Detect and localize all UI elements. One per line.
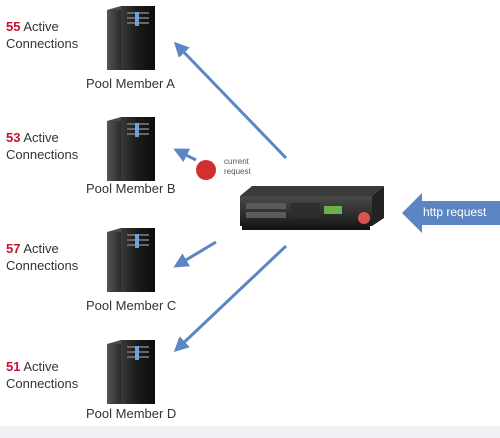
- member-b-count: 53: [6, 130, 21, 145]
- member-a-name: Pool Member A: [86, 76, 175, 91]
- current-request-line2: request: [224, 167, 251, 176]
- arrow-to-member-b: [173, 148, 197, 163]
- server-tower-b: [107, 117, 155, 181]
- bottom-strip: [0, 426, 500, 438]
- server-tower-a: [107, 6, 155, 70]
- member-a-connections: 55 Active Connections: [6, 18, 78, 52]
- server-tower-c: [107, 228, 155, 292]
- load-balancer-appliance-icon: [240, 186, 384, 230]
- member-c-name: Pool Member C: [86, 298, 177, 313]
- member-c-connections-word: Connections: [6, 258, 79, 273]
- member-a-connections-word: Connections: [6, 36, 79, 51]
- arrow-to-member-d: [173, 244, 288, 353]
- current-request-dot-icon: [196, 160, 216, 180]
- member-b-name: Pool Member B: [86, 181, 176, 196]
- member-d-connections-word: Connections: [6, 376, 79, 391]
- server-tower-d: [107, 340, 155, 404]
- member-b-connections-word: Connections: [6, 147, 79, 162]
- current-request-label: current request: [224, 157, 251, 177]
- member-d-name: Pool Member D: [86, 406, 177, 421]
- arrow-to-member-a: [173, 41, 288, 160]
- member-d-connections: 51 Active Connections: [6, 358, 78, 392]
- member-c-connections: 57 Active Connections: [6, 240, 78, 274]
- member-c-active-word: Active: [23, 241, 59, 256]
- member-d-count: 51: [6, 359, 21, 374]
- http-request-arrow-icon: [402, 193, 500, 233]
- member-b-connections: 53 Active Connections: [6, 129, 78, 163]
- member-a-count: 55: [6, 19, 21, 34]
- member-c-count: 57: [6, 241, 21, 256]
- member-d-active-word: Active: [23, 359, 59, 374]
- arrow-to-member-c: [173, 240, 217, 268]
- http-request-label: http request: [423, 205, 487, 219]
- current-request-line1: current: [224, 157, 249, 166]
- member-b-active-word: Active: [23, 130, 59, 145]
- member-a-active-word: Active: [23, 19, 59, 34]
